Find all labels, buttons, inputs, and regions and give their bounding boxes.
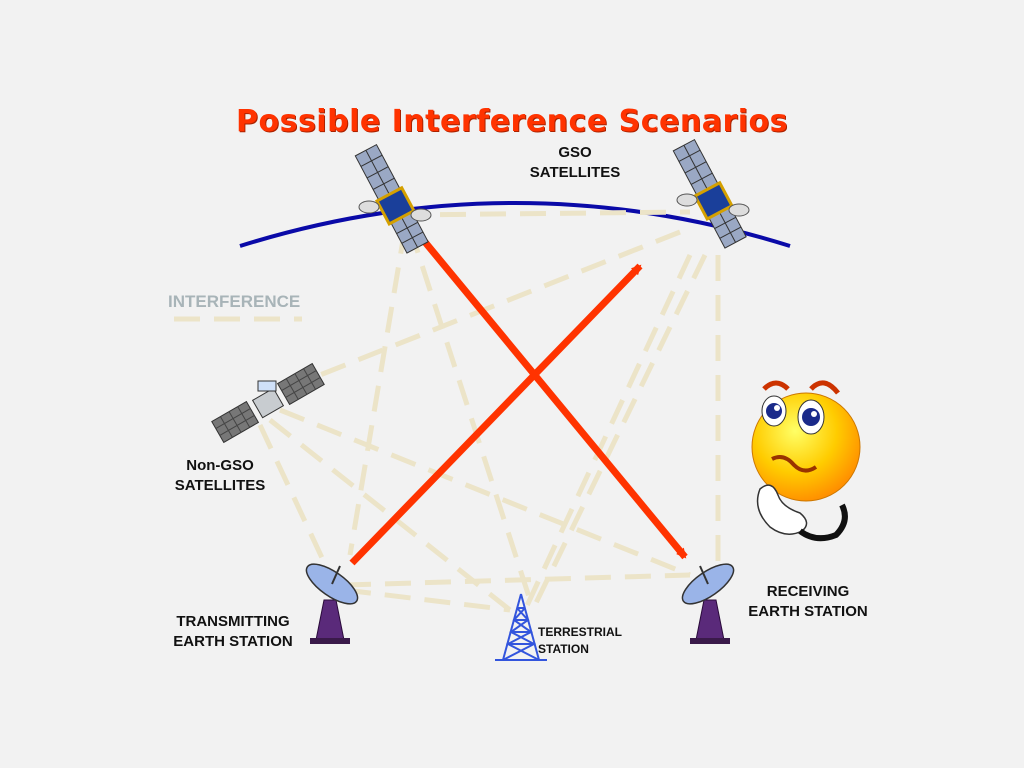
- gso-satellites-label: GSO SATELLITES: [505, 143, 645, 183]
- non-gso-label-line: Non-GSO: [186, 457, 254, 474]
- receiving-station-label: RECEIVING EARTH STATION: [734, 582, 882, 622]
- receiving-label-line: EARTH STATION: [748, 603, 868, 620]
- transmitting-station-label: TRANSMITTING EARTH STATION: [158, 612, 308, 652]
- gso-label-line: GSO: [558, 144, 592, 161]
- terrestrial-label-line: TERRESTRIAL: [538, 625, 622, 639]
- terrestrial-label-line: STATION: [538, 642, 589, 656]
- gso-satellite-icon: [354, 143, 432, 254]
- page-title: Possible Interference Scenarios: [236, 104, 788, 139]
- gso-satellite-icon: [672, 138, 750, 249]
- transmitting-label-line: TRANSMITTING: [176, 613, 290, 630]
- gso-label-line: SATELLITES: [529, 164, 621, 181]
- non-gso-label-line: SATELLITES: [174, 477, 266, 494]
- receiving-label-line: RECEIVING: [766, 583, 850, 600]
- terrestrial-station-label: TERRESTRIAL STATION: [538, 624, 658, 658]
- interference-lines: [257, 209, 721, 613]
- interference-label: INTERFERENCE: [168, 292, 301, 311]
- signal-arrows: [349, 233, 688, 566]
- thinking-face-icon: [751, 380, 861, 542]
- non-gso-satellite-icon: [211, 362, 325, 444]
- radio-tower-icon: [495, 593, 547, 661]
- interference-legend-line: [174, 316, 302, 322]
- non-gso-satellites-label: Non-GSO SATELLITES: [150, 456, 290, 496]
- dish-antenna-icon: [305, 563, 359, 644]
- downlink-arrow: [417, 233, 688, 560]
- dish-antenna-icon: [681, 563, 735, 644]
- interference-legend: INTERFERENCE: [168, 292, 328, 330]
- transmitting-label-line: EARTH STATION: [173, 633, 293, 650]
- uplink-arrow: [349, 263, 643, 566]
